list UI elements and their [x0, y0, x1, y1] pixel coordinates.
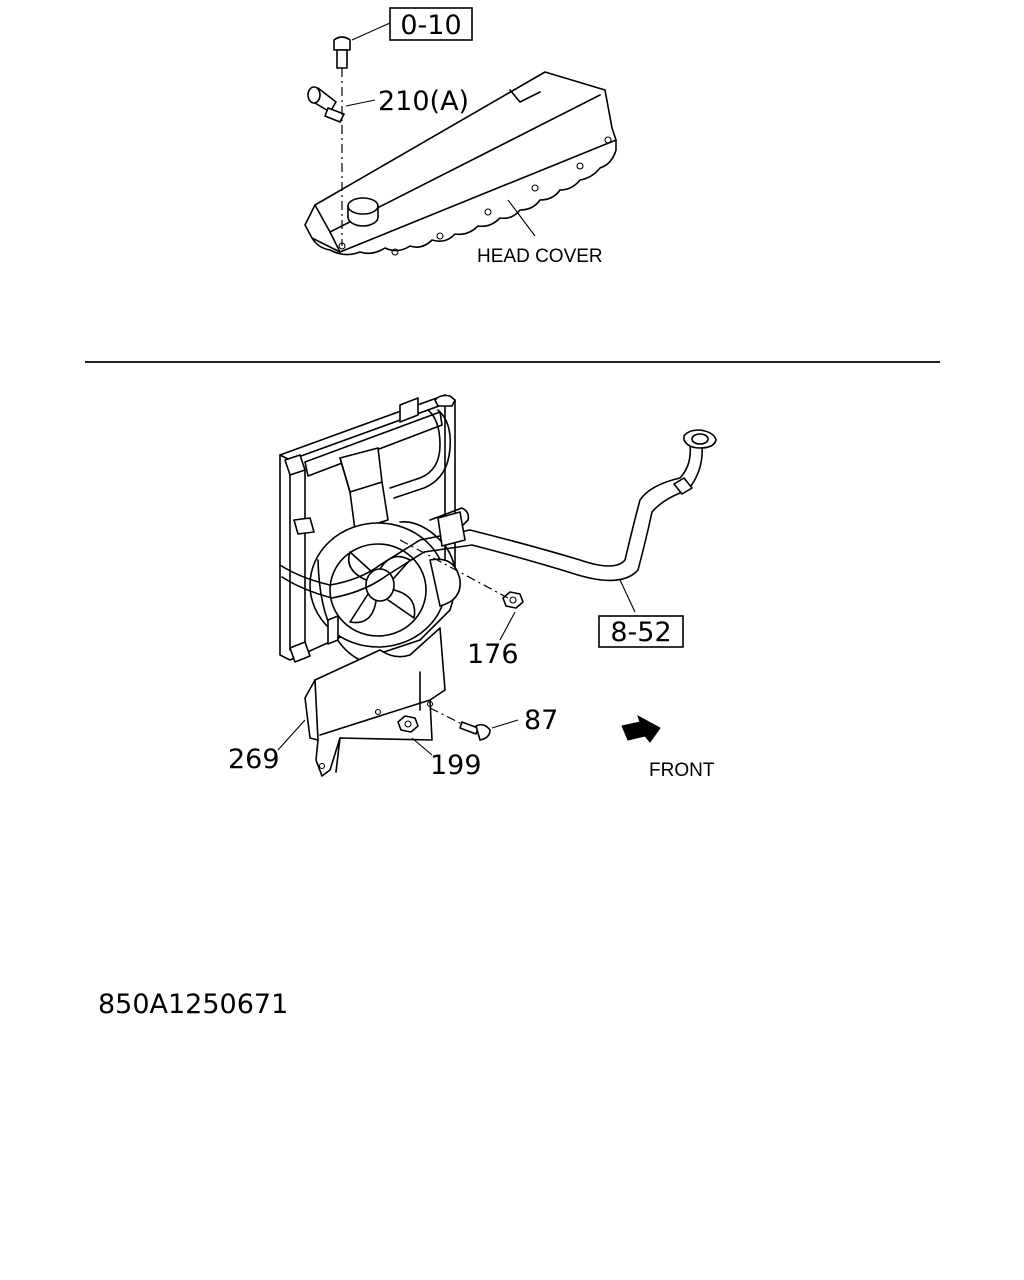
ref-label-8-52: 8-52: [610, 617, 671, 648]
part-label-199: 199: [430, 750, 482, 781]
front-arrow-icon: [621, 714, 661, 743]
ref-box-8-52: [598, 615, 684, 648]
ref-box-0-10: [389, 7, 473, 41]
ref-label-0-10: 0-10: [400, 10, 461, 41]
part-label-87: 87: [524, 705, 558, 736]
part-label-269: 269: [228, 744, 280, 775]
fan-shroud-assembly: [277, 394, 717, 777]
front-label: FRONT: [649, 760, 715, 781]
head-cover-label: HEAD COVER: [477, 246, 603, 267]
part-label-176: 176: [467, 639, 519, 670]
part-label-210a: 210(A): [378, 86, 469, 117]
head-cover-assembly: [304, 22, 617, 256]
drawing-id: 850A1250671: [98, 989, 288, 1020]
